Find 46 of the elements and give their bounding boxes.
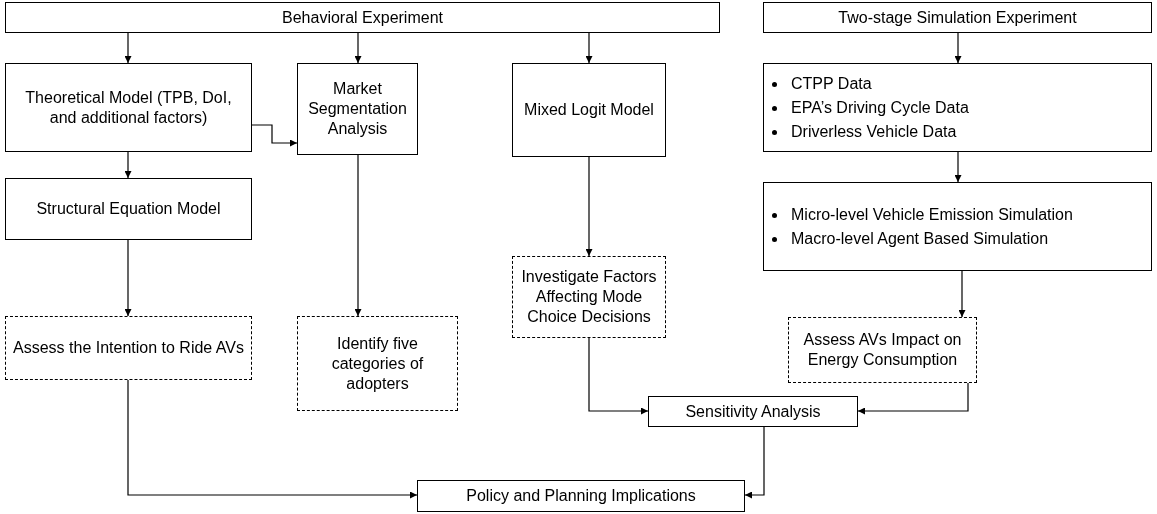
- node-label: Investigate Factors Affecting Mode Choice Decisions: [520, 267, 658, 327]
- process-box: [648, 396, 858, 427]
- arrow: [588, 337, 649, 415]
- node-label: Sensitivity Analysis: [685, 401, 821, 422]
- process-box: [417, 480, 745, 512]
- node-label: Assess AVs Impact on Energy Consumption: [802, 330, 963, 370]
- node-label: Behavioral Experiment: [282, 7, 443, 28]
- arrow: [585, 156, 593, 257]
- data-list-box: [763, 63, 1152, 152]
- process-box: [5, 2, 720, 33]
- list-item-text: Macro-level Agent Based Simulation: [791, 228, 1049, 249]
- node-label: Assess the Intention to Ride AVs: [13, 338, 244, 358]
- process-box: [5, 178, 252, 240]
- process-box: [297, 63, 418, 155]
- arrow: [354, 32, 362, 64]
- outcome-box: [788, 317, 977, 383]
- arrow: [127, 379, 418, 499]
- node-label: Mixed Logit Model: [524, 100, 654, 120]
- arrow: [124, 239, 132, 317]
- list-item-text: Micro-level Vehicle Emission Simulation: [791, 204, 1073, 225]
- arrow: [585, 32, 593, 64]
- outcome-box: [512, 256, 666, 338]
- process-box: [763, 2, 1152, 33]
- process-box: [5, 63, 252, 152]
- arrow: [958, 270, 966, 318]
- arrow: [124, 32, 132, 64]
- arrow: [251, 124, 298, 147]
- outcome-box: [5, 316, 252, 380]
- arrow: [954, 32, 962, 64]
- arrow: [857, 382, 969, 415]
- node-label: Market Segmentation Analysis: [307, 79, 408, 139]
- node-label: Policy and Planning Implications: [466, 486, 696, 506]
- arrow: [744, 426, 765, 499]
- arrow: [354, 154, 362, 317]
- node-label: Identify five categories of adopters: [330, 333, 425, 394]
- node-label: Structural Equation Model: [36, 199, 221, 219]
- list-item-text: CTPP Data: [791, 73, 872, 94]
- arrow: [954, 151, 962, 183]
- outcome-box: [297, 316, 458, 411]
- process-box: [512, 63, 666, 157]
- list-item-text: EPA’s Driving Cycle Data: [791, 97, 969, 118]
- list-item-text: Driverless Vehicle Data: [791, 121, 957, 142]
- data-list-box: [763, 182, 1152, 271]
- node-label: Theoretical Model (TPB, DoI, and additional factors): [24, 87, 233, 128]
- arrow: [124, 151, 132, 179]
- node-label: Two-stage Simulation Experiment: [838, 7, 1077, 28]
